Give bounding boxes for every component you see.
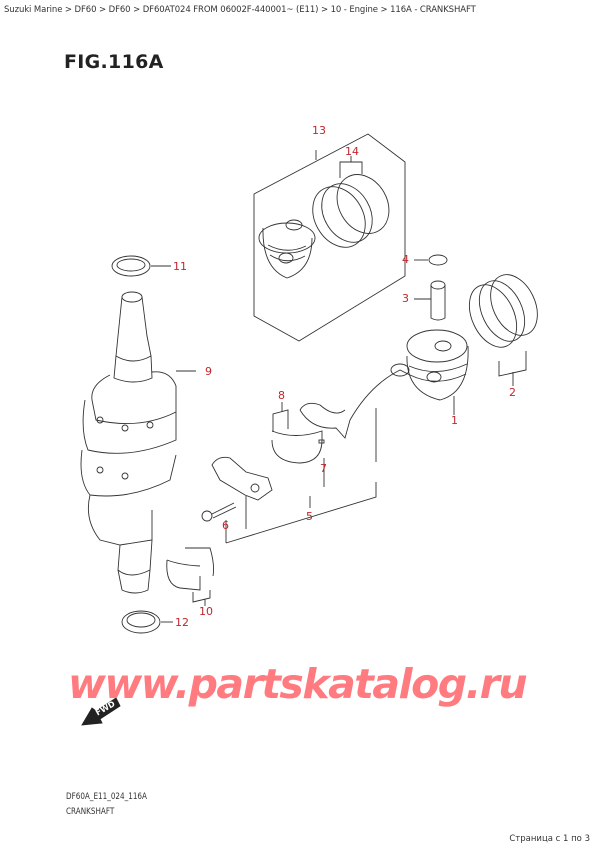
callout-4[interactable]: 4 xyxy=(402,253,409,266)
callout-3[interactable]: 3 xyxy=(402,292,409,305)
callout-5[interactable]: 5 xyxy=(306,510,313,523)
callout-6[interactable]: 6 xyxy=(222,519,229,532)
con-rod-bearing-icon xyxy=(271,402,323,464)
piston-kit-group xyxy=(253,133,406,342)
figure-name: CRANKSHAFT xyxy=(66,807,115,817)
dowel-pin-icon xyxy=(318,439,325,487)
callout-13[interactable]: 13 xyxy=(312,124,326,137)
piston-icon xyxy=(406,329,469,415)
crankshaft-icon xyxy=(80,291,196,594)
piston-pin-icon xyxy=(414,280,446,321)
watermark: www.partskatalog.ru xyxy=(68,660,528,708)
con-rod-group-bracket xyxy=(225,482,377,544)
figure-code: DF60A_E11_024_116A xyxy=(66,792,147,802)
callout-11[interactable]: 11 xyxy=(173,260,187,273)
rod-cap-icon xyxy=(211,456,273,529)
callout-9[interactable]: 9 xyxy=(205,365,212,378)
callout-2[interactable]: 2 xyxy=(509,386,516,399)
callout-7[interactable]: 7 xyxy=(320,462,327,475)
oil-seal-top-icon xyxy=(111,255,171,277)
rod-bolt-icon xyxy=(201,502,237,543)
callout-14[interactable]: 14 xyxy=(345,145,359,158)
piston-icon-kit xyxy=(258,219,316,279)
callout-12[interactable]: 12 xyxy=(175,616,189,629)
oil-seal-bottom-icon xyxy=(121,610,173,634)
circlip-icon xyxy=(414,254,448,266)
connecting-rod-icon xyxy=(299,363,411,462)
piston-rings-icon-kit xyxy=(312,156,390,248)
breadcrumb[interactable]: Suzuki Marine > DF60 > DF60 > DF60AT024 … xyxy=(4,5,476,15)
figure-title: FIG.116A xyxy=(64,51,164,73)
callout-10[interactable]: 10 xyxy=(199,605,213,618)
callout-1[interactable]: 1 xyxy=(451,414,458,427)
callout-8[interactable]: 8 xyxy=(278,389,285,402)
page-indicator: Страница с 1 по 3 xyxy=(509,834,590,844)
piston-rings-icon xyxy=(468,274,538,386)
thrust-bearing-icon xyxy=(166,547,215,606)
